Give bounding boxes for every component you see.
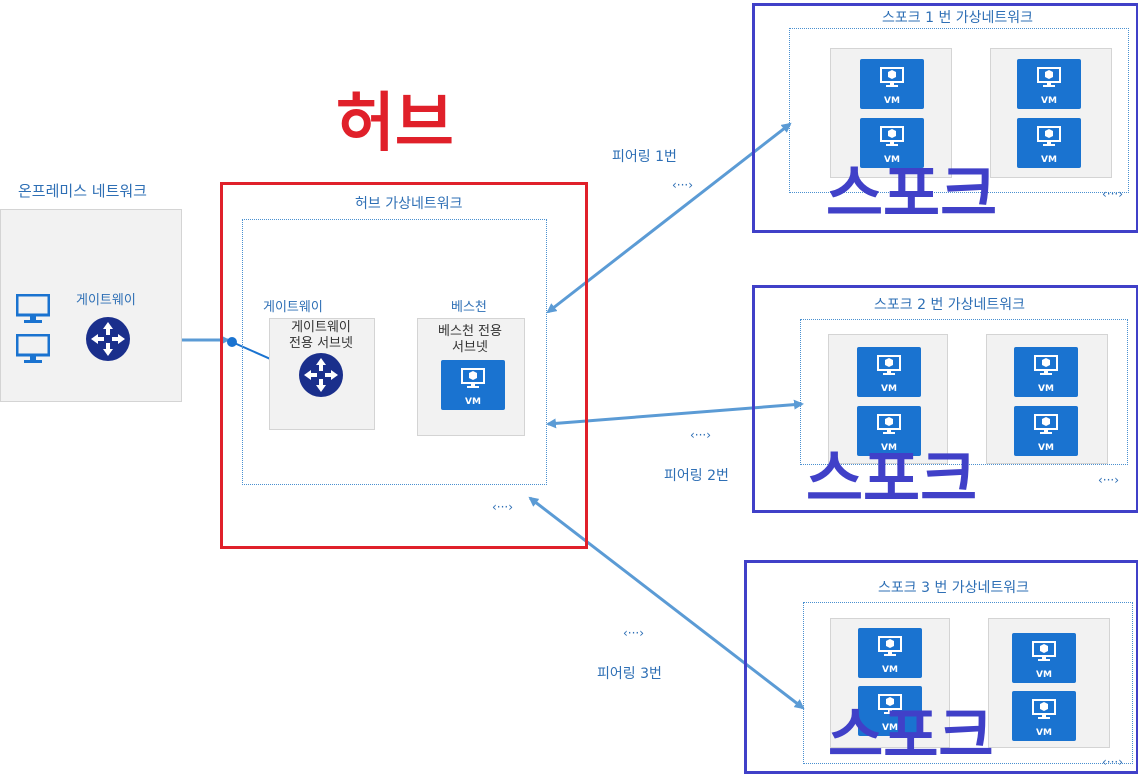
peering-2-icon: ‹···› bbox=[690, 428, 712, 442]
hub-vnet-label: 허브 가상네트워크 bbox=[355, 196, 463, 212]
vm-icon bbox=[880, 67, 904, 87]
vm-tile: VM bbox=[1012, 691, 1076, 741]
spoke-1-peering-icon: ‹···› bbox=[1102, 187, 1124, 201]
hub-big-label: 허브 bbox=[336, 87, 454, 161]
spoke-2-big-label: 스포크 bbox=[806, 442, 978, 515]
hub-bastion-label: 베스천 bbox=[451, 300, 487, 315]
hub-peering-icon: ‹···› bbox=[492, 500, 514, 514]
vm-tile: VM bbox=[1014, 406, 1078, 456]
hub-vnet-box bbox=[242, 219, 547, 485]
onprem-title: 온프레미스 네트워크 bbox=[18, 182, 147, 200]
vm-icon bbox=[878, 694, 902, 714]
bastion-subnet-label: 베스천 전용 서브넷 bbox=[438, 324, 502, 355]
spoke-2-peering-icon: ‹···› bbox=[1098, 473, 1120, 487]
spoke-1-vnet-label: 스포크 1 번 가상네트워크 bbox=[882, 10, 1034, 26]
vm-icon bbox=[877, 355, 901, 375]
vm-icon bbox=[1032, 699, 1056, 719]
vm-tile: VM bbox=[1014, 347, 1078, 397]
vm-tile: VM bbox=[857, 347, 921, 397]
vm-icon bbox=[1032, 641, 1056, 661]
vm-tile: VM bbox=[860, 59, 924, 109]
gateway-link-dot bbox=[227, 337, 237, 347]
spoke-3-vnet-label: 스포크 3 번 가상네트워크 bbox=[878, 580, 1030, 596]
router-icon bbox=[299, 353, 343, 397]
vm-tile: VM bbox=[1017, 118, 1081, 168]
vm-icon bbox=[880, 126, 904, 146]
vm-icon bbox=[1037, 126, 1061, 146]
vm-tile: VM bbox=[858, 686, 922, 736]
vm-icon bbox=[1034, 355, 1058, 375]
spoke-1-big-label: 스포크 bbox=[826, 157, 998, 230]
spoke-3-big-label: 스포크 bbox=[828, 701, 994, 771]
peering-3-icon: ‹···› bbox=[623, 626, 645, 640]
computer-icon bbox=[15, 333, 51, 368]
peering-1-icon: ‹···› bbox=[672, 178, 694, 192]
vm-tile: VM bbox=[441, 360, 505, 410]
spoke-2-border bbox=[752, 285, 1138, 513]
spoke-2-vnet-box bbox=[800, 319, 1128, 465]
spoke-2-vnet-label: 스포크 2 번 가상네트워크 bbox=[874, 297, 1026, 313]
spoke-3-peering-icon: ‹···› bbox=[1102, 755, 1124, 769]
spoke-1-border bbox=[752, 3, 1138, 233]
hub-gateway-label: 게이트웨이 bbox=[263, 300, 323, 315]
gateway-subnet-label: 게이트웨이 전용 서브넷 bbox=[289, 320, 353, 351]
vm-tile: VM bbox=[860, 118, 924, 168]
vm-tile: VM bbox=[1017, 59, 1081, 109]
peering-2-label: 피어링 2번 bbox=[664, 468, 729, 484]
router-icon bbox=[86, 317, 130, 361]
peering-1-arrow bbox=[546, 122, 792, 314]
hub-border bbox=[220, 182, 588, 549]
vm-icon bbox=[877, 414, 901, 434]
peering-2-arrow bbox=[546, 399, 804, 429]
computer-icon bbox=[15, 293, 51, 328]
vm-tile: VM bbox=[857, 406, 921, 456]
peering-3-arrow bbox=[528, 496, 805, 710]
vm-tile: VM bbox=[858, 628, 922, 678]
onprem-network-box bbox=[0, 209, 182, 402]
vm-icon bbox=[1034, 414, 1058, 434]
spoke-1-vnet-box bbox=[789, 28, 1129, 193]
vm-tile: VM bbox=[1012, 633, 1076, 683]
vm-icon bbox=[878, 636, 902, 656]
peering-3-label: 피어링 3번 bbox=[597, 666, 662, 682]
vm-icon bbox=[1037, 67, 1061, 87]
onprem-gateway-label: 게이트웨이 bbox=[76, 293, 136, 308]
spoke-3-vnet-box bbox=[803, 602, 1133, 764]
peering-1-label: 피어링 1번 bbox=[612, 149, 677, 165]
vm-icon bbox=[461, 368, 485, 388]
